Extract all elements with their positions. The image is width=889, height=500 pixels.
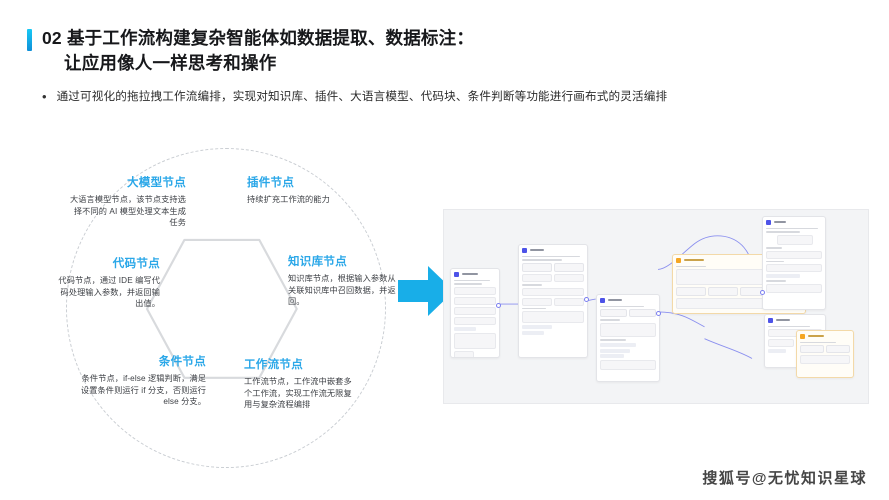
node-title: 条件节点 [158, 356, 206, 368]
diagram-node-knowledge-base: 知识库节点 知识库节点，根据输入参数从关联知识库中召回数据，并返回。 [288, 255, 396, 308]
title-line-2: 让应用像人一样思考和操作 [64, 53, 277, 73]
node-description: 代码节点，通过 IDE 编写代码处理输入参数，并返回输出值。 [58, 276, 160, 308]
node-title: 知识库节点 [288, 256, 347, 268]
page-title: 02 基于工作流构建复杂智能体如数据提取、数据标注： 让应用像人一样思考和操作 [42, 26, 474, 76]
diagram-node-condition: 条件节点 条件节点，if-else 逻辑判断，满足设置条件则运行 if 分支，否… [76, 355, 206, 408]
slide-number: 02 [42, 28, 62, 48]
node-description: 持续扩充工作流的能力 [247, 195, 330, 204]
workflow-port[interactable] [656, 311, 662, 317]
workflow-node-card-warning[interactable] [796, 330, 854, 378]
node-description: 大语言模型节点，该节点支持选择不同的 AI 模型处理文本生成任务 [69, 195, 186, 227]
workflow-port[interactable] [584, 297, 590, 303]
workflow-port[interactable] [760, 290, 766, 296]
workflow-node-card[interactable] [450, 268, 500, 358]
diagram-node-llm: 大模型节点 大语言模型节点，该节点支持选择不同的 AI 模型处理文本生成任务 [68, 176, 186, 229]
bullet-text: 通过可视化的拖拉拽工作流编排，实现对知识库、插件、大语言模型、代码块、条件判断等… [56, 90, 668, 103]
workflow-canvas-screenshot [443, 209, 869, 404]
dashed-ring [66, 148, 386, 468]
node-description: 条件节点，if-else 逻辑判断，满足设置条件则运行 if 分支，否则运行 e… [80, 374, 206, 406]
node-type-diagram: 大模型节点 大语言模型节点，该节点支持选择不同的 AI 模型处理文本生成任务 插… [55, 140, 396, 480]
slide-header: 02 基于工作流构建复杂智能体如数据提取、数据标注： 让应用像人一样思考和操作 [27, 26, 827, 76]
diagram-node-plugin: 插件节点 持续扩充工作流的能力 [247, 176, 351, 206]
bullet-marker: • [42, 89, 47, 104]
title-line-1: 02 基于工作流构建复杂智能体如数据提取、数据标注： [42, 26, 474, 51]
node-description: 工作流节点，工作流中嵌套多个工作流，实现工作流无限复用与复杂流程编排 [244, 377, 352, 409]
workflow-port[interactable] [496, 303, 502, 309]
right-arrow-icon [398, 266, 454, 316]
bullet-item: • 通过可视化的拖拉拽工作流编排，实现对知识库、插件、大语言模型、代码块、条件判… [42, 88, 832, 105]
watermark: 搜狐号@无忧知识星球 [702, 470, 867, 487]
title-accent-bar [27, 29, 32, 51]
diagram-node-code: 代码节点 代码节点，通过 IDE 编写代码处理输入参数，并返回输出值。 [55, 257, 160, 310]
node-title: 插件节点 [247, 177, 295, 189]
workflow-node-card[interactable] [762, 216, 826, 310]
title-text-1: 基于工作流构建复杂智能体如数据提取、数据标注： [66, 28, 475, 48]
node-title: 工作流节点 [244, 359, 303, 371]
workflow-node-card[interactable] [518, 244, 588, 358]
node-description: 知识库节点，根据输入参数从关联知识库中召回数据，并返回。 [288, 274, 396, 306]
node-title: 代码节点 [112, 258, 160, 270]
node-title: 大模型节点 [127, 177, 186, 189]
workflow-node-card[interactable] [596, 294, 660, 382]
hexagon-shape [146, 238, 298, 379]
diagram-node-workflow: 工作流节点 工作流节点，工作流中嵌套多个工作流，实现工作流无限复用与复杂流程编排 [244, 358, 356, 411]
